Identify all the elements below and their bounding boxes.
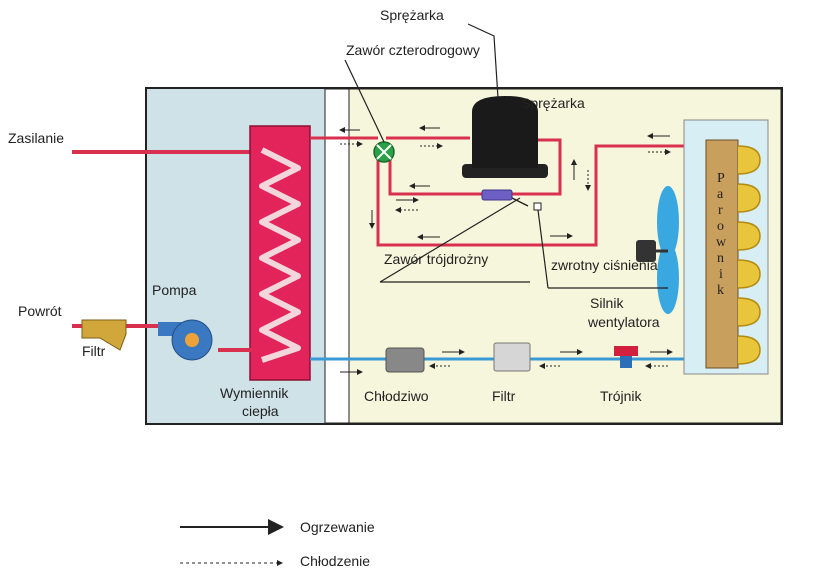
label-fan-motor-1: Silnik bbox=[590, 295, 624, 311]
evaporator-letter: P bbox=[717, 171, 725, 186]
refrigerant-circuit bbox=[376, 136, 688, 247]
legend-cooling-label: Chłodzenie bbox=[300, 553, 370, 569]
label-heat-exchanger-1: Wymiennik bbox=[220, 385, 289, 401]
evaporator-letter: i bbox=[719, 267, 723, 282]
filter-drier bbox=[493, 342, 531, 372]
label-compressor-top: Sprężarka bbox=[380, 7, 444, 23]
four-way-valve bbox=[373, 141, 395, 163]
label-evaporator: P a r o w n i k bbox=[716, 171, 727, 298]
label-fan-motor-2: wentylatora bbox=[587, 314, 660, 330]
compressor bbox=[462, 96, 548, 178]
label-return: Powrót bbox=[18, 303, 62, 319]
flow-arrows bbox=[339, 125, 673, 375]
label-three-way-valve: Zawór trójdrożny bbox=[384, 251, 488, 267]
evaporator-letter: a bbox=[717, 187, 724, 202]
label-check-valve: zwrotny ciśnienia bbox=[551, 257, 658, 273]
filter-left bbox=[81, 319, 127, 351]
evaporator-letter: k bbox=[717, 283, 724, 298]
label-tee: Trójnik bbox=[600, 388, 642, 404]
legend-heating-label: Ogrzewanie bbox=[300, 519, 375, 535]
label-compressor: Sprężarka bbox=[521, 95, 585, 111]
divider-strip bbox=[324, 88, 350, 424]
leader-lines bbox=[344, 23, 668, 289]
tee-valve bbox=[614, 346, 638, 368]
label-four-way-valve: Zawór czterodrogowy bbox=[346, 42, 480, 58]
label-refrigerant: Chłodziwo bbox=[364, 388, 429, 404]
refrigerant-tank bbox=[385, 347, 425, 373]
label-filter-left: Filtr bbox=[82, 343, 106, 359]
three-way-valve bbox=[481, 189, 542, 211]
label-filter: Filtr bbox=[492, 388, 516, 404]
heat-exchanger-coil bbox=[259, 147, 301, 363]
fan bbox=[636, 186, 679, 314]
label-pump: Pompa bbox=[152, 282, 197, 298]
label-heat-exchanger-2: ciepła bbox=[242, 403, 279, 419]
evaporator-letter: n bbox=[717, 251, 724, 266]
evaporator bbox=[683, 119, 769, 375]
legend: Ogrzewanie Chłodzenie bbox=[180, 519, 375, 569]
label-supply: Zasilanie bbox=[8, 130, 64, 146]
evaporator-letter: w bbox=[716, 235, 727, 250]
flow-arrows-dashed bbox=[340, 141, 671, 369]
evaporator-letter: r bbox=[718, 203, 723, 218]
pump bbox=[158, 319, 213, 361]
evaporator-letter: o bbox=[717, 219, 724, 234]
